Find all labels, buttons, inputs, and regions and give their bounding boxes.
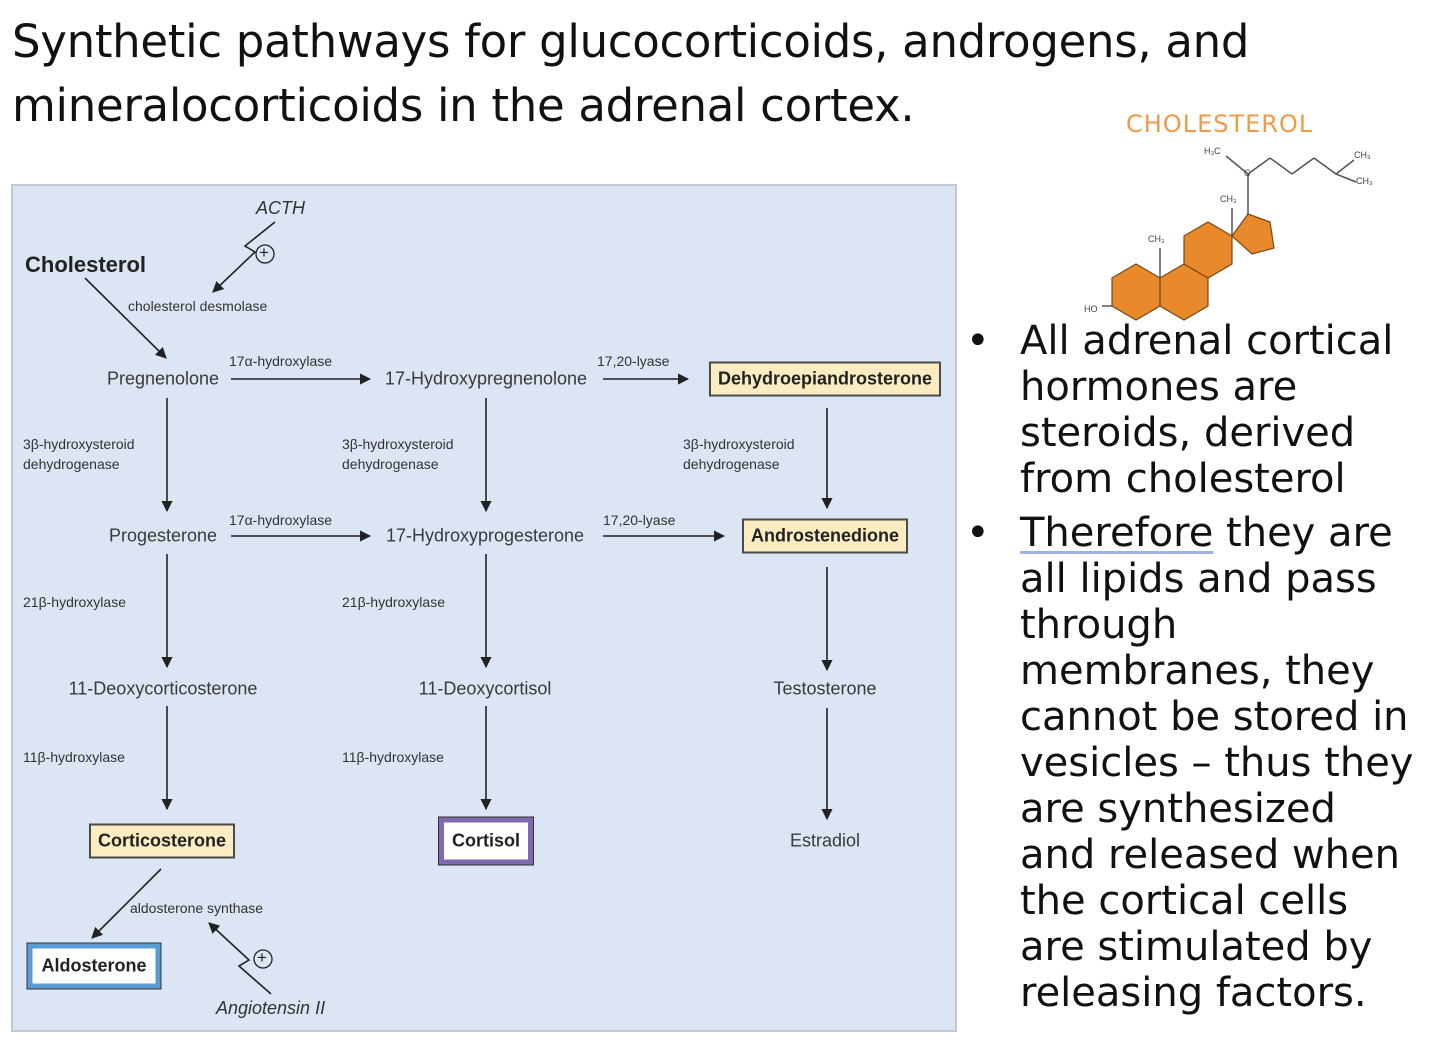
cholesterol-desmolase-label: cholesterol desmolase bbox=[128, 298, 268, 314]
cortisol-box: Cortisol bbox=[437, 816, 535, 866]
estradiol-node: Estradiol bbox=[789, 830, 861, 851]
ring-a bbox=[1111, 263, 1161, 321]
atom-h3c: H₃C bbox=[1204, 146, 1221, 156]
bullet-2-line4: cannot be stored in bbox=[1020, 694, 1409, 740]
bullet-2-line6: are synthesized bbox=[1020, 786, 1336, 832]
enzyme-21b-hydroxylase-2: 21β-hydroxylase bbox=[342, 594, 445, 610]
deoxycortisol-node: 11-Deoxycortisol bbox=[418, 678, 552, 699]
enzyme-3b-hsd-2-line2: dehydrogenase bbox=[342, 456, 439, 472]
enzyme-17-20-lyase-1: 17,20-lyase bbox=[597, 353, 670, 369]
therefore-word: Therefore bbox=[1020, 510, 1214, 556]
arrow-corticosterone-aldosterone bbox=[91, 868, 162, 939]
bullet-2-line1: all lipids and pass bbox=[1020, 556, 1377, 602]
atom-c: C bbox=[1244, 168, 1251, 178]
steroid-rings bbox=[1111, 213, 1275, 321]
hydroxypregnenolone-node: 17-Hydroxypregnenolone bbox=[384, 368, 588, 389]
bullet-dot-2: • bbox=[966, 510, 990, 556]
bullet-2-line10: releasing factors. bbox=[1020, 970, 1367, 1016]
bullet-2-line9: are stimulated by bbox=[1020, 924, 1373, 970]
cholesterol-structure-label: CHOLESTEROL bbox=[1126, 110, 1314, 138]
dhea-box: Dehydroepiandrosterone bbox=[708, 361, 942, 397]
pregnenolone-node: Pregnenolone bbox=[106, 368, 220, 389]
bullet-dot-1: • bbox=[966, 318, 990, 364]
androstenedione-box: Androstenedione bbox=[741, 518, 909, 554]
acth-label: ACTH bbox=[256, 198, 305, 218]
enzyme-3b-hsd-3: 3β-hydroxysteroid dehydrogenase bbox=[683, 434, 795, 474]
bullet-2-line0-rest: they are bbox=[1213, 510, 1393, 556]
acth-stimulus-arrow bbox=[212, 221, 276, 293]
bullet-2-line8: the cortical cells bbox=[1020, 878, 1349, 924]
atom-ho: HO bbox=[1084, 304, 1098, 314]
bullet-2-line0: Therefore they are bbox=[1020, 510, 1436, 556]
cholesterol-label: Cholesterol bbox=[25, 252, 147, 277]
enzyme-17a-hydroxylase-1: 17α-hydroxylase bbox=[229, 353, 333, 369]
enzyme-11b-hydroxylase-1: 11β-hydroxylase bbox=[23, 749, 125, 765]
deoxycorticosterone-node: 11-Deoxycorticosterone bbox=[68, 678, 258, 699]
atom-ch3-top1: CH₃ bbox=[1354, 150, 1371, 160]
angiotensin-stimulus-arrow bbox=[208, 922, 272, 995]
atom-ch3-mid: CH₃ bbox=[1220, 194, 1237, 204]
bullet-item-1: • All adrenal cortical hormones are ster… bbox=[966, 318, 1436, 502]
hydroxyprogesterone-node: 17-Hydroxyprogesterone bbox=[385, 525, 585, 546]
arrow-cholesterol-pregnenolone bbox=[84, 277, 167, 359]
enzyme-3b-hsd-3-line1: 3β-hydroxysteroid bbox=[683, 436, 795, 452]
acth-plus-sign: + bbox=[259, 243, 269, 262]
enzyme-17-20-lyase-2: 17,20-lyase bbox=[603, 512, 676, 528]
atom-ch3-left: CH₃ bbox=[1148, 234, 1165, 244]
corticosterone-box: Corticosterone bbox=[88, 823, 236, 859]
angiotensin-plus-sign: + bbox=[257, 948, 267, 967]
pathway-arrows bbox=[84, 221, 833, 995]
ring-c bbox=[1183, 221, 1233, 279]
enzyme-3b-hsd-1-line1: 3β-hydroxysteroid bbox=[23, 436, 135, 452]
acth-plus-circle bbox=[255, 244, 275, 264]
angiotensin-label: Angiotensin II bbox=[216, 998, 326, 1018]
slide-title: Synthetic pathways for glucocorticoids, … bbox=[12, 10, 1312, 138]
enzyme-11b-hydroxylase-2: 11β-hydroxylase bbox=[342, 749, 444, 765]
slide-title-line2: mineralocorticoids in the adrenal cortex… bbox=[12, 79, 915, 132]
aldosterone-box: Aldosterone bbox=[26, 942, 162, 990]
bullet-2-line7: and released when bbox=[1020, 832, 1400, 878]
enzyme-21b-hydroxylase-1: 21β-hydroxylase bbox=[23, 594, 126, 610]
bullet-list: • All adrenal cortical hormones are ster… bbox=[966, 318, 1436, 1024]
bullet-1-line2: hormones are bbox=[1020, 364, 1298, 410]
slide-title-line1: Synthetic pathways for glucocorticoids, … bbox=[12, 15, 1250, 68]
bullet-item-2: • Therefore they are all lipids and pass… bbox=[966, 510, 1436, 1016]
bullet-1-line3: steroids, derived bbox=[1020, 410, 1356, 456]
atom-ch3-top2: CH₃ bbox=[1356, 176, 1373, 186]
enzyme-3b-hsd-1-line2: dehydrogenase bbox=[23, 456, 120, 472]
side-chain bbox=[1102, 155, 1357, 307]
enzyme-3b-hsd-1: 3β-hydroxysteroid dehydrogenase bbox=[23, 434, 135, 474]
enzyme-17a-hydroxylase-2: 17α-hydroxylase bbox=[229, 512, 333, 528]
ring-d bbox=[1231, 213, 1275, 255]
enzyme-3b-hsd-2: 3β-hydroxysteroid dehydrogenase bbox=[342, 434, 454, 474]
bullet-2-line3: membranes, they bbox=[1020, 648, 1375, 694]
cholesterol-structure-image: H₃C CH₃ CH₃ C CH₃ CH₃ HO bbox=[1084, 146, 1373, 321]
steroid-pathway-diagram: + + ACTH Cholesterol cholesterol desmola… bbox=[11, 184, 957, 1032]
testosterone-node: Testosterone bbox=[773, 678, 877, 699]
progesterone-node: Progesterone bbox=[108, 525, 218, 546]
bullet-1-line1: All adrenal cortical bbox=[1020, 318, 1394, 364]
enzyme-3b-hsd-2-line1: 3β-hydroxysteroid bbox=[342, 436, 454, 452]
enzyme-aldosterone-synthase: aldosterone synthase bbox=[130, 900, 264, 916]
bullet-2-line5: vesicles – thus they bbox=[1020, 740, 1414, 786]
bullet-1-line4: from cholesterol bbox=[1020, 456, 1346, 502]
enzyme-3b-hsd-3-line2: dehydrogenase bbox=[683, 456, 780, 472]
bullet-2-line2: through bbox=[1020, 602, 1178, 648]
angiotensin-plus-circle bbox=[253, 949, 273, 969]
